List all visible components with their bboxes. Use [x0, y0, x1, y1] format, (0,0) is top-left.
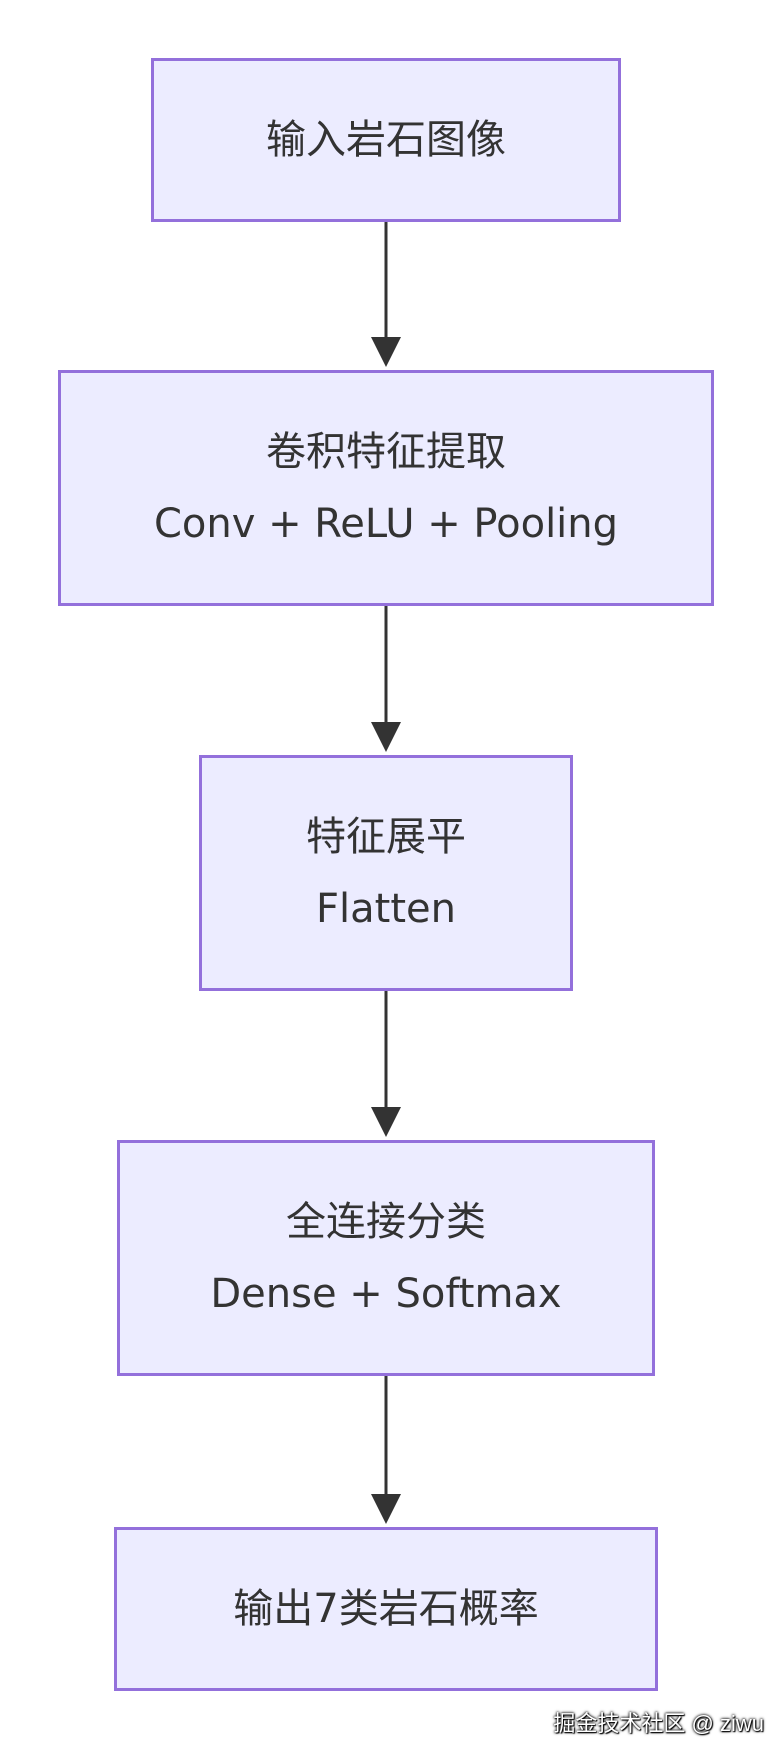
node-sublabel: Conv + ReLU + Pooling [153, 501, 619, 547]
node-label: 输入岩石图像 [266, 117, 506, 163]
node-sublabel: Flatten [316, 886, 456, 932]
node-input-rock-image: 输入岩石图像 [151, 58, 621, 222]
node-label: 全连接分类 [286, 1199, 486, 1245]
node-label: 特征展平 [306, 814, 466, 860]
node-sublabel: Dense + Softmax [210, 1271, 562, 1317]
node-feature-flatten: 特征展平 Flatten [199, 755, 573, 991]
node-label: 输出7类岩石概率 [233, 1586, 539, 1632]
watermark: 掘金技术社区 @ ziwu [553, 1711, 764, 1736]
node-output-probabilities: 输出7类岩石概率 [114, 1527, 658, 1691]
node-conv-feature-extraction: 卷积特征提取 Conv + ReLU + Pooling [58, 370, 714, 606]
node-fully-connected-classification: 全连接分类 Dense + Softmax [117, 1140, 655, 1376]
node-label: 卷积特征提取 [266, 429, 506, 475]
